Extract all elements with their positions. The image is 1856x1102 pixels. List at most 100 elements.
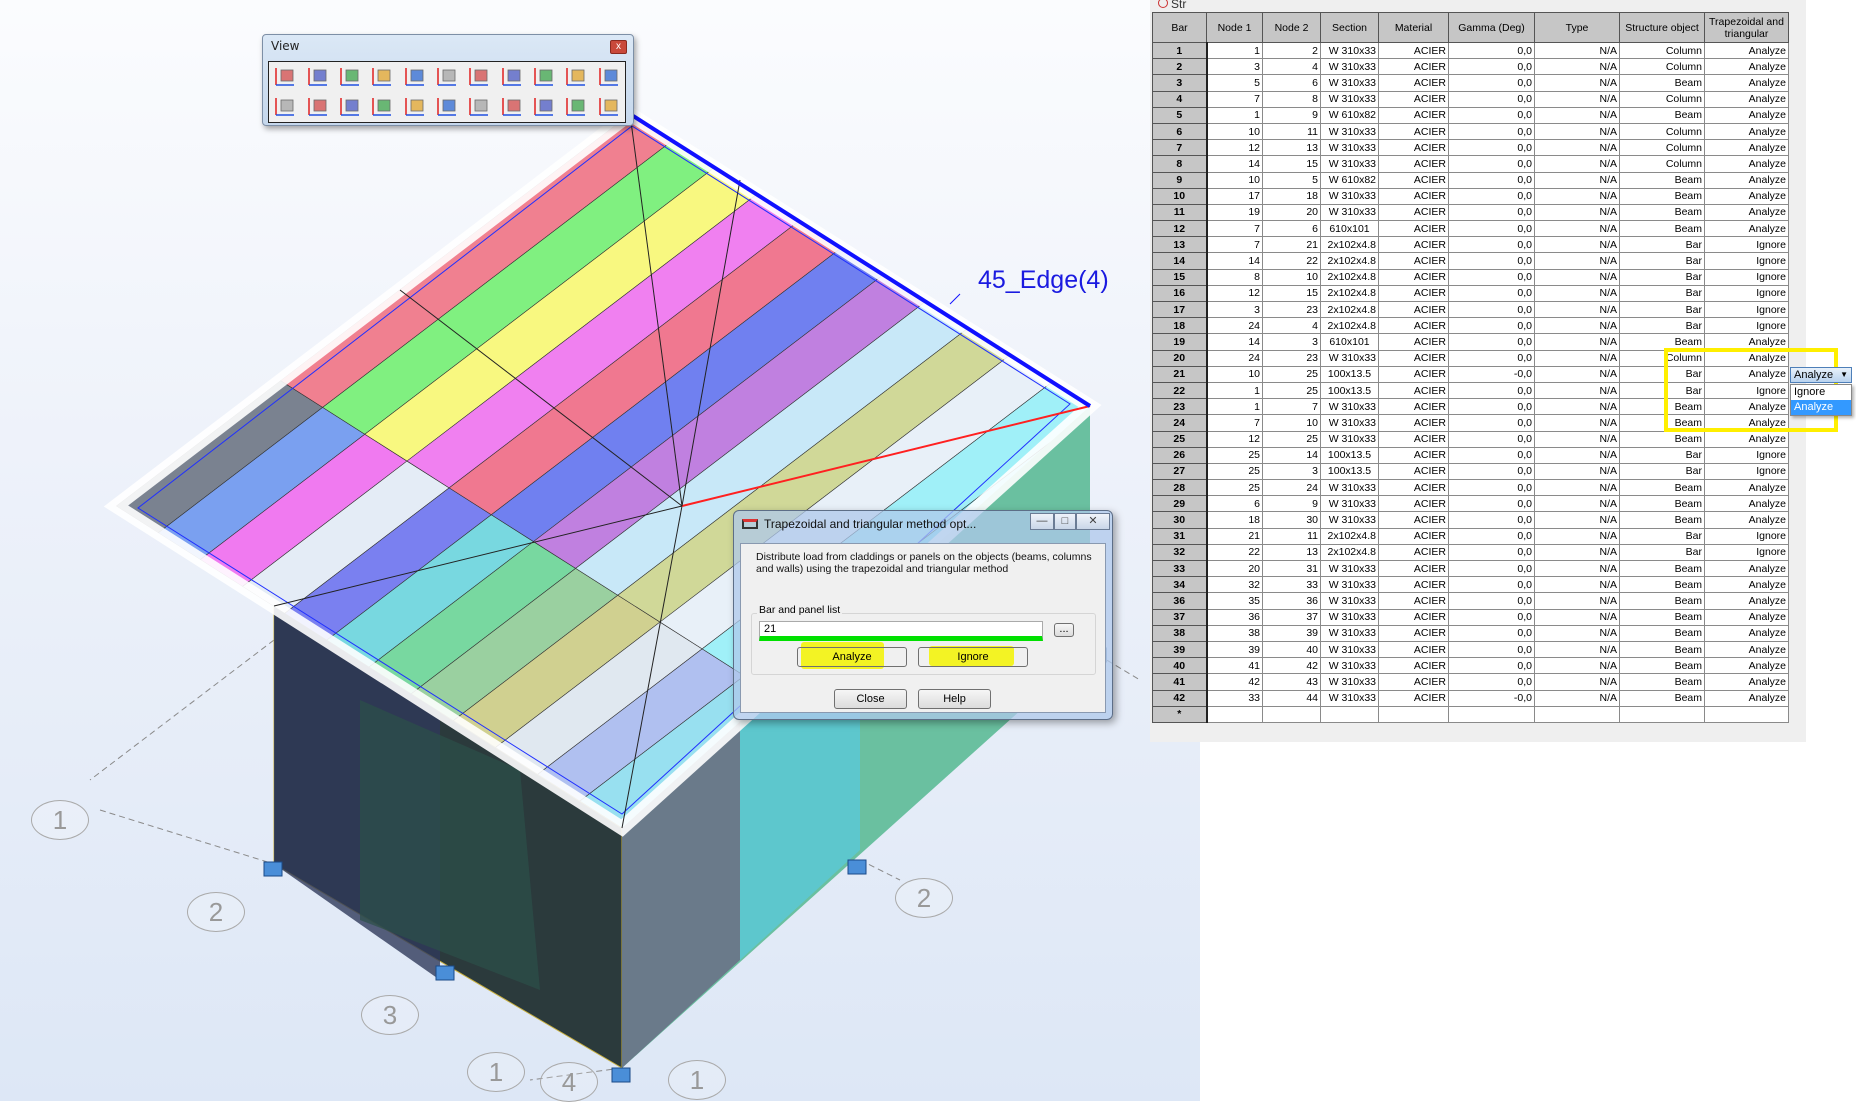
table-cell[interactable]: Analyze	[1704, 365, 1789, 383]
table-cell[interactable]: 0,0	[1448, 608, 1535, 626]
table-cell[interactable]: Ignore	[1704, 317, 1789, 335]
table-cell[interactable]: ACIER	[1378, 608, 1449, 626]
row-header[interactable]: 2	[1152, 58, 1208, 76]
table-cell[interactable]: 0,0	[1448, 543, 1535, 562]
view-3d-icon[interactable]	[369, 65, 395, 89]
table-cell[interactable]: 0,0	[1448, 479, 1535, 497]
table-cell[interactable]: N/A	[1534, 252, 1620, 270]
table-cell[interactable]: 100x13.5	[1320, 462, 1379, 481]
table-cell[interactable]: W 310x33	[1320, 640, 1379, 659]
table-cell[interactable]: ACIER	[1378, 414, 1449, 432]
table-cell[interactable]: 100x13.5	[1320, 446, 1379, 464]
table-cell[interactable]: 20	[1262, 203, 1321, 222]
row-header[interactable]: 9	[1152, 171, 1208, 189]
table-cell[interactable]: N/A	[1534, 495, 1620, 513]
table-cell[interactable]: ACIER	[1378, 139, 1449, 157]
table-cell[interactable]: 9	[1262, 106, 1321, 124]
windows-icon[interactable]	[596, 95, 622, 119]
table-cell[interactable]: -0,0	[1448, 365, 1535, 383]
view-yz-icon[interactable]	[305, 65, 331, 89]
column-header[interactable]: Gamma (Deg)	[1448, 12, 1535, 43]
row-header[interactable]: 8	[1152, 155, 1208, 173]
table-cell[interactable]: 0,0	[1448, 284, 1535, 303]
table-cell[interactable]: N/A	[1534, 365, 1620, 383]
table-cell[interactable]: 6	[1206, 495, 1263, 513]
table-cell[interactable]: W 310x33	[1320, 673, 1379, 691]
table-cell[interactable]: Bar	[1619, 381, 1705, 400]
table-cell[interactable]: ACIER	[1378, 187, 1449, 205]
row-header[interactable]: 30	[1152, 511, 1208, 529]
table-cell[interactable]: 8	[1206, 268, 1263, 286]
table-cell[interactable]: N/A	[1534, 576, 1620, 594]
table-cell[interactable]: 14	[1206, 252, 1263, 270]
table-cell[interactable]: N/A	[1534, 58, 1620, 76]
table-cell[interactable]: Ignore	[1704, 300, 1789, 319]
maximize-button[interactable]: □	[1054, 513, 1076, 530]
table-cell[interactable]: Analyze	[1704, 155, 1789, 173]
table-cell[interactable]: N/A	[1534, 414, 1620, 432]
table-cell[interactable]: 0,0	[1448, 74, 1535, 92]
table-cell[interactable]	[1619, 705, 1705, 723]
table-cell[interactable]: 1	[1206, 106, 1263, 124]
table-cell[interactable]: ACIER	[1378, 543, 1449, 562]
table-cell[interactable]: 7	[1206, 90, 1263, 108]
table-cell[interactable]: ACIER	[1378, 446, 1449, 464]
table-cell[interactable]: 5	[1262, 171, 1321, 189]
table-cell[interactable]: ACIER	[1378, 398, 1449, 416]
table-cell[interactable]: 0,0	[1448, 592, 1535, 610]
zoom-all-icon[interactable]	[369, 95, 395, 119]
row-header[interactable]: 20	[1152, 349, 1208, 367]
table-cell[interactable]: 11	[1262, 122, 1321, 141]
table-cell[interactable]: 0,0	[1448, 236, 1535, 254]
table-cell[interactable]: 22	[1206, 543, 1263, 562]
row-header[interactable]: 29	[1152, 495, 1208, 513]
table-cell[interactable]: 3	[1262, 462, 1321, 481]
table-cell[interactable]: 0,0	[1448, 58, 1535, 76]
table-cell[interactable]: N/A	[1534, 187, 1620, 205]
column-header[interactable]: Node 2	[1262, 12, 1321, 43]
table-cell[interactable]: 4	[1262, 58, 1321, 76]
row-header[interactable]: 12	[1152, 220, 1208, 238]
table-cell[interactable]: 11	[1262, 527, 1321, 545]
column-header[interactable]: Node 1	[1206, 12, 1263, 43]
table-cell[interactable]: Beam	[1619, 592, 1705, 610]
table-cell[interactable]: Column	[1619, 41, 1705, 60]
table-cell[interactable]: ACIER	[1378, 236, 1449, 254]
table-cell[interactable]: N/A	[1534, 511, 1620, 529]
table-cell[interactable]: W 310x33	[1320, 430, 1379, 448]
toolbar-close-button[interactable]: x	[610, 40, 627, 54]
table-cell[interactable]: W 610x82	[1320, 171, 1379, 189]
table-cell[interactable]: Analyze	[1704, 139, 1789, 157]
table-cell[interactable]: Analyze	[1704, 203, 1789, 222]
table-cell[interactable]: 38	[1206, 624, 1263, 642]
table-cell[interactable]: N/A	[1534, 139, 1620, 157]
table-cell[interactable]: ACIER	[1378, 300, 1449, 319]
table-cell[interactable]: ACIER	[1378, 155, 1449, 173]
table-cell[interactable]: Beam	[1619, 576, 1705, 594]
table-cell[interactable]: 2x102x4.8	[1320, 527, 1379, 545]
trapezoidal-dropdown[interactable]: Analyze▼	[1790, 367, 1852, 383]
row-header[interactable]: 25	[1152, 430, 1208, 448]
table-cell[interactable]: Bar	[1619, 462, 1705, 481]
table-cell[interactable]: 10	[1262, 268, 1321, 286]
table-cell[interactable]: Ignore	[1704, 543, 1789, 562]
table-cell[interactable]: N/A	[1534, 673, 1620, 691]
table-cell[interactable]: 5	[1206, 74, 1263, 92]
table-cell[interactable]: 15	[1262, 155, 1321, 173]
new-row-marker[interactable]: *	[1152, 705, 1208, 723]
row-header[interactable]: 31	[1152, 527, 1208, 545]
rotate-y-icon[interactable]	[272, 95, 298, 119]
table-cell[interactable]: Bar	[1619, 252, 1705, 270]
table-cell[interactable]: 12	[1206, 284, 1263, 303]
table-cell[interactable]: 0,0	[1448, 41, 1535, 60]
table-cell[interactable]: Beam	[1619, 398, 1705, 416]
table-cell[interactable]: 41	[1206, 657, 1263, 675]
table-cell[interactable]: Analyze	[1704, 187, 1789, 205]
